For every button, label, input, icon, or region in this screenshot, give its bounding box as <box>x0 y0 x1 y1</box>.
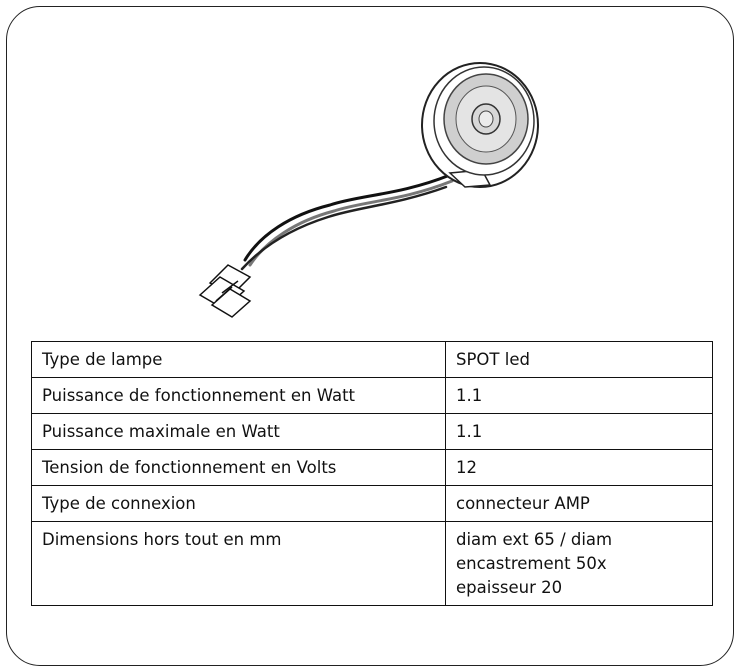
spec-value: 12 <box>445 449 713 486</box>
spec-value-line: encastrement 50x <box>456 554 607 573</box>
table-row: Puissance maximale en Watt 1.1 <box>31 413 713 450</box>
specs-table: Type de lampe SPOT led Puissance de fonc… <box>31 341 713 606</box>
spec-label: Puissance maximale en Watt <box>31 413 446 450</box>
spec-value-line: diam ext 65 / diam <box>456 530 613 549</box>
led-spot-illustration <box>198 62 539 318</box>
spec-label: Type de connexion <box>31 485 446 522</box>
spec-label: Type de lampe <box>31 341 446 378</box>
table-row: Type de lampe SPOT led <box>31 341 713 378</box>
spec-value: diam ext 65 / diam encastrement 50x epai… <box>445 521 713 606</box>
spec-value: SPOT led <box>445 341 713 378</box>
spec-label: Puissance de fonctionnement en Watt <box>31 377 446 414</box>
spec-value: 1.1 <box>445 377 713 414</box>
amp-connector-icon <box>198 264 252 318</box>
spec-label: Dimensions hors tout en mm <box>31 521 446 606</box>
table-row: Tension de fonctionnement en Volts 12 <box>31 449 713 486</box>
table-row: Dimensions hors tout en mm diam ext 65 /… <box>31 521 713 606</box>
spec-value: 1.1 <box>445 413 713 450</box>
table-row: Puissance de fonctionnement en Watt 1.1 <box>31 377 713 414</box>
spec-value: connecteur AMP <box>445 485 713 522</box>
led-spot-icon <box>421 62 539 188</box>
cable-icon <box>240 173 454 271</box>
spec-value-line: epaisseur 20 <box>456 578 563 597</box>
spec-label: Tension de fonctionnement en Volts <box>31 449 446 486</box>
table-row: Type de connexion connecteur AMP <box>31 485 713 522</box>
